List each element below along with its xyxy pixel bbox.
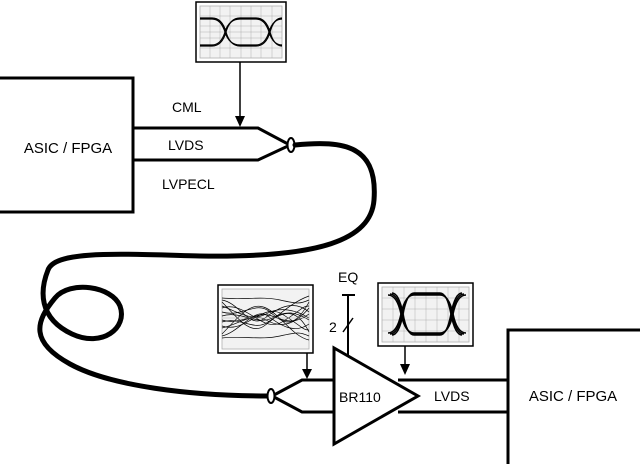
rx-pair-top xyxy=(273,378,334,397)
cable xyxy=(37,141,377,399)
eq-label: EQ xyxy=(338,269,358,285)
rx-eye-scope xyxy=(217,284,314,354)
bus-width-label: 2 xyxy=(329,319,337,335)
bus-slash xyxy=(342,317,354,333)
dest-chip-block xyxy=(506,328,640,464)
rx-connector xyxy=(266,388,276,404)
dest-chip-label: ASIC / FPGA xyxy=(529,388,617,405)
br110-equalizer-block xyxy=(332,345,422,447)
tx-pair-bottom xyxy=(133,144,289,162)
tx-eye-arrowhead xyxy=(235,116,245,127)
eq-eye-scope xyxy=(377,282,474,347)
lvpecl-label: LVPECL xyxy=(162,176,215,192)
br110-label: BR110 xyxy=(339,389,381,405)
rx-eye-arrowhead xyxy=(302,369,312,379)
source-chip-label: ASIC / FPGA xyxy=(24,140,112,157)
lvds-out-label: LVDS xyxy=(434,388,470,404)
eq-eye-arrowhead xyxy=(400,364,410,375)
rx-pair-bottom xyxy=(273,395,334,414)
source-chip-block xyxy=(0,76,135,214)
lvds-tx-label: LVDS xyxy=(168,137,204,153)
cml-label: CML xyxy=(172,99,202,115)
tx-eye-scope xyxy=(195,1,287,63)
tx-pair-top xyxy=(133,126,289,146)
